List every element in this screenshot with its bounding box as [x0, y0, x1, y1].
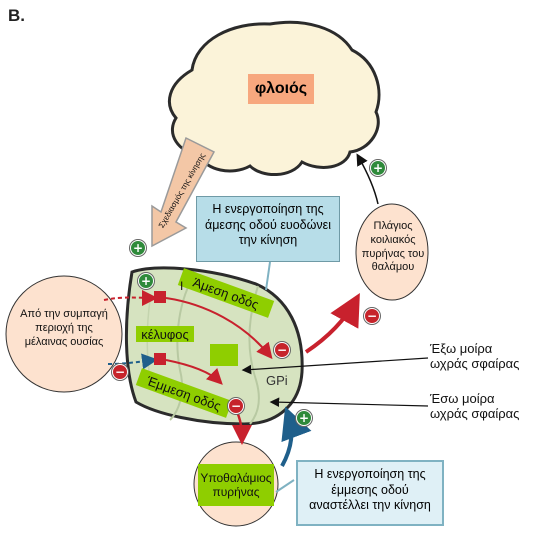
direct-pathway-note: Η ενεργοποίηση της άμεσης οδού ευοδώνει … — [196, 196, 340, 262]
internal-gp-pointer — [269, 397, 429, 407]
indirect-pathway-note: Η ενεργοποίηση της έμμεσης οδού αναστέλλ… — [296, 460, 444, 526]
indirect-neuron — [154, 353, 166, 365]
figure-letter: B. — [8, 6, 25, 25]
minus-sign-gpi-thalamus: − — [364, 308, 380, 324]
plus-sign-stn-gpi: + — [296, 410, 312, 426]
gpe-small-label: Ι — [180, 279, 184, 293]
cortex-label: φλοιός — [248, 74, 314, 104]
thalamus-circle — [355, 203, 429, 301]
shell-label: κέλυφος — [136, 326, 194, 342]
indirect-pathway-arrow — [165, 359, 223, 385]
plus-sign-direct: + — [138, 273, 154, 289]
gpi-to-thalamus-arrow — [304, 293, 360, 354]
minus-sign-gpe-stn: − — [228, 398, 244, 414]
dopamine-projection-indirect — [107, 353, 158, 370]
minus-sign-direct-gpi: − — [274, 342, 290, 358]
plus-sign-thalamus-cortex: + — [370, 160, 386, 176]
external-gp-pointer — [241, 357, 429, 375]
direct-pathway-arrow — [165, 297, 273, 360]
internal-gp-label: Έσω μοίρα ωχράς σφαίρας — [430, 391, 520, 421]
thalamus-to-cortex-arrow — [356, 153, 379, 205]
subthalamic-label: Υποθαλάμιος πυρήνας — [198, 464, 274, 506]
minus-sign-indirect: − — [112, 364, 128, 380]
stn-to-gpi-arrow — [280, 406, 312, 467]
substantia-nigra-label: Από την συμπαγή περιοχή της μέλαινας ουσ… — [20, 308, 108, 348]
plus-sign-cortex-striatum: + — [130, 240, 146, 256]
thalamus-label: Πλάγιος κοιλιακός πυρήνας του θαλάμου — [361, 220, 425, 274]
external-gp-label: Έξω μοίρα ωχράς σφαίρας — [430, 341, 520, 371]
gpi-label: GPi — [266, 373, 288, 388]
gpe-region — [210, 344, 238, 366]
planning-arrow — [151, 136, 216, 248]
substantia-nigra-circle — [5, 275, 123, 393]
direct-neuron — [154, 291, 166, 303]
